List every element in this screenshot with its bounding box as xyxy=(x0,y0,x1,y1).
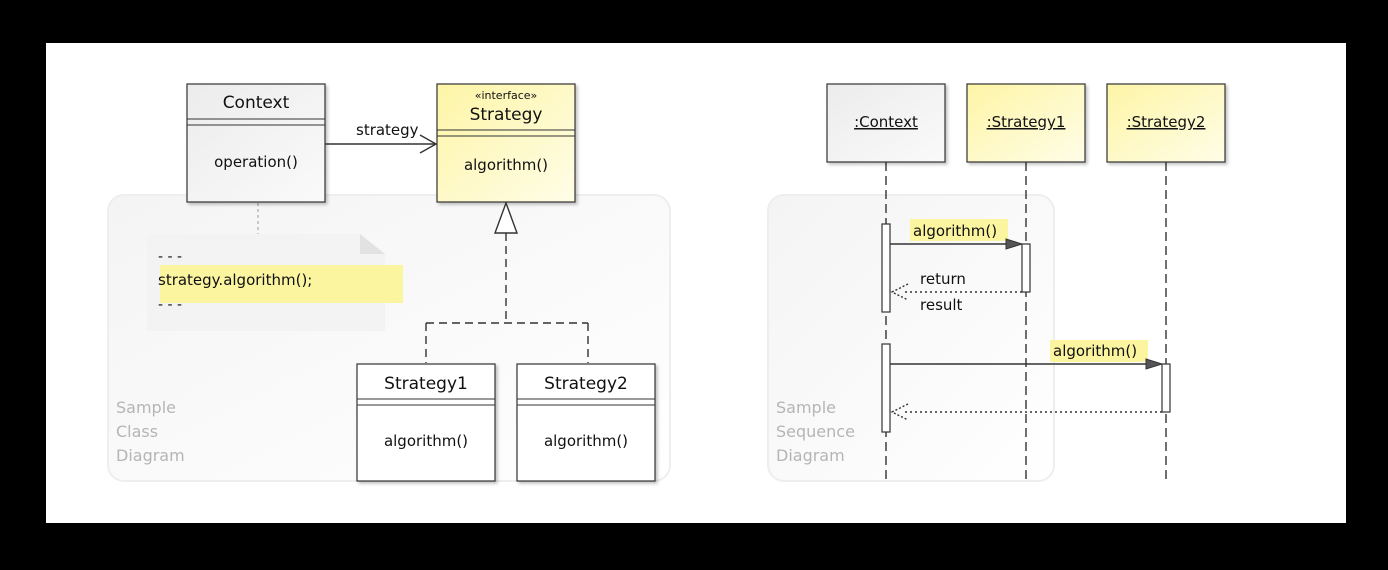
sequence-diagram-caption-2: Sequence xyxy=(776,422,855,441)
context-class-name: Context xyxy=(223,93,290,113)
class-diagram: Sample Class Diagram - - - strategy.algo… xyxy=(107,83,671,482)
lifeline-strategy2 xyxy=(1106,83,1226,163)
lifeline-strategy2-label: :Strategy2 xyxy=(1127,113,1206,131)
context-class-operation: operation() xyxy=(214,153,298,171)
lifeline-context-box xyxy=(826,83,946,163)
strategy1-class xyxy=(356,363,496,482)
message1-label-highlight xyxy=(910,219,1008,241)
lifeline-strategy1 xyxy=(966,83,1086,163)
association-label: strategy xyxy=(356,121,419,139)
return2-arrowhead xyxy=(890,403,909,421)
strategy1-class-operation: algorithm() xyxy=(384,432,468,450)
note-line-3: - - - xyxy=(158,297,182,313)
class-diagram-caption-1: Sample xyxy=(116,398,176,417)
lifeline-strategy2-box xyxy=(1106,83,1226,163)
class-diagram-caption-2: Class xyxy=(116,422,158,441)
lifeline-context-label: :Context xyxy=(854,113,918,131)
note: - - - strategy.algorithm(); - - - xyxy=(147,234,403,331)
return1-label-line1: return xyxy=(920,270,966,288)
realization-lines xyxy=(425,233,589,363)
context-class-box xyxy=(186,83,326,203)
sequence-diagram-caption-3: Diagram xyxy=(776,446,845,465)
class-diagram-caption-3: Diagram xyxy=(116,446,185,465)
sequence-diagram-caption-1: Sample xyxy=(776,398,836,417)
context-class xyxy=(186,83,326,203)
message1-arrowhead xyxy=(1005,238,1024,250)
diagram-svg: Sample Class Diagram - - - strategy.algo… xyxy=(107,83,1226,483)
note-line-1: - - - xyxy=(158,249,182,265)
note-fold xyxy=(360,234,385,254)
return1-label-line2: result xyxy=(920,296,963,314)
strategy2-class xyxy=(516,363,656,482)
strategy2-class-box xyxy=(516,363,656,482)
activation-context-2 xyxy=(881,343,891,433)
lifeline-context xyxy=(826,83,946,163)
strategy2-class-name: Strategy2 xyxy=(544,374,628,394)
return1-arrowhead xyxy=(890,283,909,301)
strategy-interface-stereotype: «interface» xyxy=(475,89,538,102)
strategy1-class-name: Strategy1 xyxy=(384,374,468,394)
activation-strategy1 xyxy=(1021,243,1031,293)
lifeline-strategy1-box xyxy=(966,83,1086,163)
activation-strategy2 xyxy=(1161,363,1171,413)
sequence-diagram: Sample Sequence Diagram :Context :Strate… xyxy=(767,83,1226,483)
note-code: strategy.algorithm(); xyxy=(158,271,312,289)
message2-label-highlight xyxy=(1050,340,1148,362)
association-arrowhead xyxy=(419,134,438,154)
message2-label: algorithm() xyxy=(1053,342,1137,360)
diagram-canvas: Sample Class Diagram - - - strategy.algo… xyxy=(46,43,1346,523)
strategy2-class-operation: algorithm() xyxy=(544,432,628,450)
strategy-interface-operation: algorithm() xyxy=(464,156,548,174)
message2-arrowhead xyxy=(1145,358,1164,370)
sequence-diagram-frame xyxy=(767,194,1055,482)
message1-label: algorithm() xyxy=(913,222,997,240)
strategy-interface-name: Strategy xyxy=(470,105,543,125)
activation-context-1 xyxy=(881,223,891,313)
lifeline-strategy1-label: :Strategy1 xyxy=(987,113,1066,131)
note-code-highlight xyxy=(160,265,403,303)
strategy1-class-box xyxy=(356,363,496,482)
